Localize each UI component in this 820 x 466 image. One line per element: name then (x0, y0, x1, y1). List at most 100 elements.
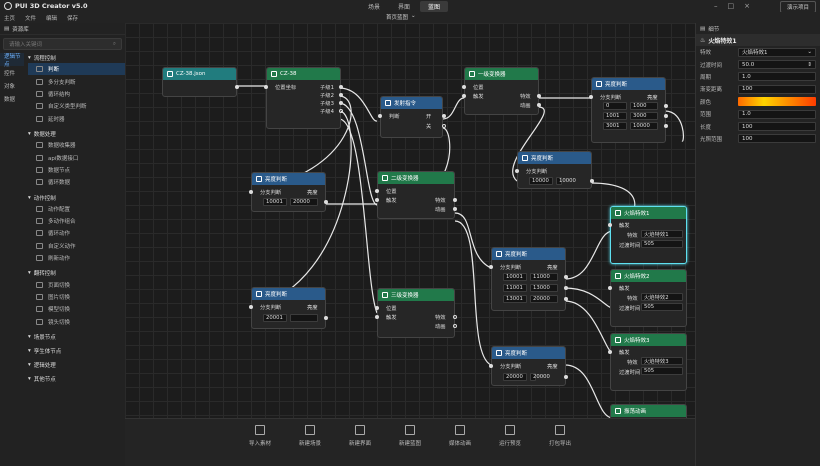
tree-item[interactable]: 图片切换 (28, 291, 125, 303)
pin[interactable] (462, 85, 466, 89)
node-field[interactable]: 火焰特效2 (641, 293, 683, 301)
pin[interactable] (324, 200, 328, 204)
pin[interactable] (339, 101, 343, 105)
breadcrumb[interactable]: 首页蓝图⌄ (386, 13, 416, 21)
pin[interactable] (489, 364, 493, 368)
node-fashe[interactable]: 发射指令判断开关 (378, 96, 446, 138)
node-field[interactable]: 10000 (556, 177, 576, 185)
pin[interactable] (453, 324, 457, 328)
pin[interactable] (453, 198, 457, 202)
pin[interactable] (235, 85, 239, 89)
toolbar-button[interactable]: 运行预览 (493, 425, 527, 466)
pin[interactable] (249, 190, 253, 194)
tree-item[interactable]: api数据接口 (28, 151, 125, 163)
tree-item[interactable]: 自定义动作 (28, 240, 125, 252)
property-field[interactable]: 1.0 (738, 109, 816, 119)
maximize-icon[interactable]: □ (727, 2, 735, 10)
close-icon[interactable]: × (744, 2, 750, 10)
pin[interactable] (324, 316, 328, 320)
pin[interactable] (378, 114, 382, 118)
menu-home[interactable]: 主页 (4, 15, 16, 22)
toolbar-button[interactable]: 新建场景 (293, 425, 327, 466)
pin[interactable] (453, 315, 457, 319)
tree-group[interactable]: ▾逻辑处理 (28, 360, 125, 370)
tree-item[interactable]: 循环结构 (28, 88, 125, 100)
node-field[interactable]: 10001 (503, 273, 527, 281)
pin[interactable] (489, 265, 493, 269)
node-field[interactable]: 10000 (630, 122, 658, 130)
node-field[interactable]: 10001 (263, 198, 287, 206)
tree-item[interactable]: 数据节点 (28, 164, 125, 176)
pin[interactable] (664, 124, 668, 128)
category-controls[interactable]: 控件 (4, 70, 16, 77)
tree-group[interactable]: ▾孪生体节点 (28, 346, 125, 356)
pin[interactable] (375, 315, 379, 319)
tree-item[interactable]: 循环动作 (28, 227, 125, 239)
menu-save[interactable]: 保存 (67, 15, 79, 22)
pin[interactable] (537, 94, 541, 98)
pin[interactable] (564, 375, 568, 379)
node-field[interactable]: 0 (603, 102, 627, 110)
property-field[interactable]: 1.0 (738, 72, 816, 82)
tab-scene[interactable]: 场景 (368, 4, 381, 11)
tree-group[interactable]: ▾数据处理 (28, 129, 125, 139)
pin[interactable] (564, 286, 568, 290)
search-icon[interactable]: ⌕ (112, 40, 116, 47)
tree-item[interactable]: 延时器 (28, 113, 125, 125)
tree-item[interactable]: 动作配置 (28, 203, 125, 215)
node-zhendong[interactable]: 振荡动画 (610, 404, 687, 418)
tree-group[interactable]: ▾动作控制 (28, 193, 125, 203)
node-field[interactable]: 11001 (503, 284, 527, 292)
node-field[interactable]: 13001 (503, 295, 527, 303)
pin[interactable] (453, 207, 457, 211)
node-field[interactable]: 1000 (630, 102, 658, 110)
color-gradient-field[interactable] (738, 97, 816, 107)
node-field[interactable]: 20000 (503, 373, 527, 381)
pin[interactable] (264, 85, 268, 89)
tree-item[interactable]: 页面切换 (28, 278, 125, 290)
category-objects[interactable]: 对象 (4, 83, 16, 90)
node-field[interactable]: 20001 (263, 314, 287, 322)
node-field[interactable]: 20000 (530, 373, 550, 381)
pin[interactable] (590, 179, 594, 183)
node-field[interactable]: 1001 (603, 112, 627, 120)
tree-item[interactable]: 刷新动作 (28, 252, 125, 264)
node-field[interactable]: 3001 (603, 122, 627, 130)
node-field[interactable] (290, 314, 318, 322)
node-field[interactable]: 火焰特效3 (641, 357, 683, 365)
node-field[interactable]: 11000 (530, 273, 558, 281)
pin[interactable] (515, 169, 519, 173)
tree-item[interactable]: 数据收集器 (28, 139, 125, 151)
node-field[interactable]: 火焰特效1 (641, 230, 683, 238)
node-json[interactable]: CZ-38.json (162, 67, 239, 97)
tree-item[interactable]: 多动作组合 (28, 215, 125, 227)
tree-item[interactable]: 自定义类型判断 (28, 100, 125, 112)
search-input[interactable]: 请输入关键词⌕ (3, 38, 122, 50)
node-bian1[interactable]: 一级变换器位置触发特效动画 (462, 67, 541, 115)
tree-group[interactable]: ▾其他节点 (28, 374, 125, 384)
node-field[interactable]: 20000 (530, 295, 558, 303)
node-field[interactable]: 505 (641, 303, 683, 311)
pin[interactable] (339, 109, 343, 113)
tree-group[interactable]: ▾流程控制 (28, 53, 125, 63)
toolbar-button[interactable]: 媒体动画 (443, 425, 477, 466)
pin[interactable] (375, 198, 379, 202)
pin[interactable] (339, 93, 343, 97)
node-bian2[interactable]: 二级变换器位置触发特效动画 (375, 171, 457, 219)
toolbar-button[interactable]: 新建蓝图 (393, 425, 427, 466)
pin[interactable] (608, 223, 612, 227)
property-field[interactable]: 100 (738, 84, 816, 94)
pin[interactable] (462, 94, 466, 98)
menu-edit[interactable]: 编辑 (46, 15, 58, 22)
category-data[interactable]: 数据 (4, 96, 16, 103)
pin[interactable] (589, 95, 593, 99)
node-field[interactable]: 3000 (630, 112, 658, 120)
tree-item[interactable]: 循环数据 (28, 176, 125, 188)
